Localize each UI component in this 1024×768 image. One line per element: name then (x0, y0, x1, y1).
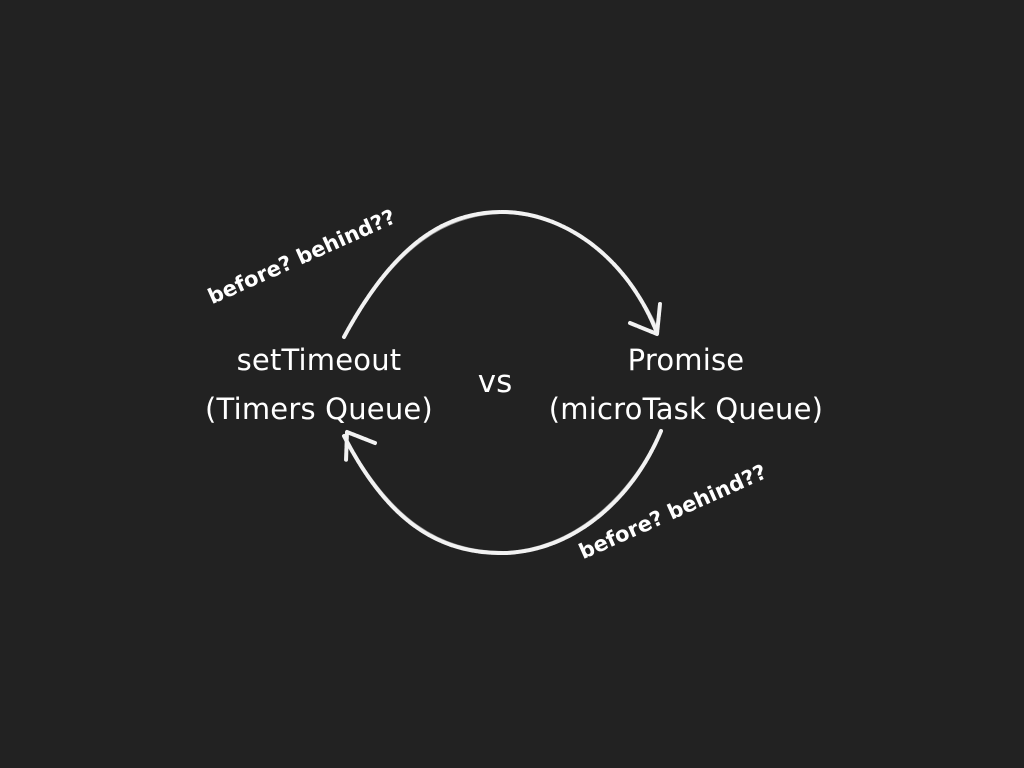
settimeout-node: setTimeout (Timers Queue) (183, 336, 455, 434)
bottom-arrow (342, 429, 663, 556)
timers-queue-label: (Timers Queue) (205, 392, 433, 426)
settimeout-title: setTimeout (236, 343, 402, 377)
promise-title: Promise (627, 343, 745, 377)
vs-label: vs (477, 364, 513, 400)
microtask-queue-label: (microTask Queue) (548, 392, 824, 426)
top-arrow (342, 209, 662, 339)
promise-node: Promise (microTask Queue) (523, 336, 849, 434)
